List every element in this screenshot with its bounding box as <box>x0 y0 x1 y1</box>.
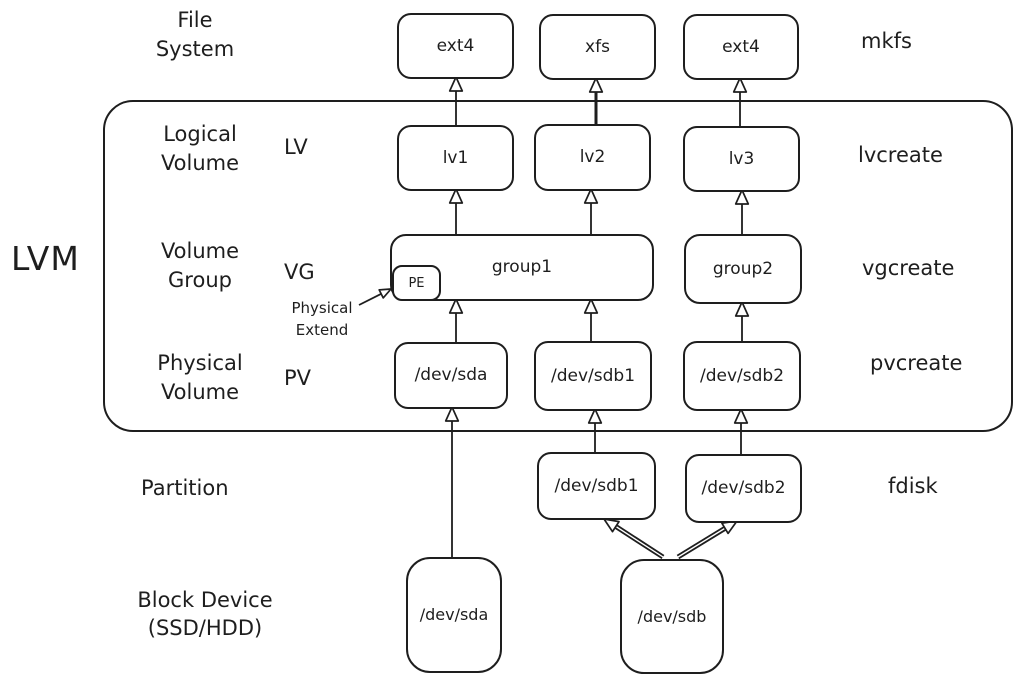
arrow-pv-sdb2-to-group2 <box>734 301 750 341</box>
command-mkfs: mkfs <box>861 29 912 53</box>
abbr-vg: VG <box>284 260 315 284</box>
node-lv3: lv3 <box>683 126 800 192</box>
node-part-sdb2-label: /dev/sdb2 <box>701 478 786 498</box>
abbr-pv: PV <box>284 366 312 390</box>
command-vgcreate: vgcreate <box>862 256 955 280</box>
node-fs-xfs: xfs <box>539 14 656 80</box>
node-fs-ext4-2-label: ext4 <box>722 36 760 57</box>
volume-group-line2: Group <box>168 268 232 292</box>
physical-volume-line1: Physical <box>157 351 243 375</box>
node-lv3-label: lv3 <box>728 148 755 169</box>
node-fs-xfs-label: xfs <box>585 36 610 57</box>
node-group1-label: group1 <box>491 257 553 277</box>
node-pe-label: PE <box>408 275 425 291</box>
node-group2-label: group2 <box>712 258 774 279</box>
node-fs-ext4-1: ext4 <box>397 13 514 79</box>
arrow-group1-to-lv2 <box>583 188 599 234</box>
node-pv-sda: /dev/sda <box>394 342 508 409</box>
lvm-title: LVM <box>11 239 80 278</box>
node-lv2: lv2 <box>534 124 651 191</box>
node-lv1: lv1 <box>397 125 514 191</box>
arrow-group1-to-lv1 <box>448 188 464 234</box>
node-part-sdb1: /dev/sdb1 <box>537 452 656 520</box>
command-pvcreate: pvcreate <box>870 351 963 375</box>
file-system-line2: System <box>155 37 235 61</box>
arrow-part-sdb1-to-pv-sdb1 <box>587 408 603 452</box>
physical-volume-line2: Volume <box>160 380 240 404</box>
physical-extend-line2: Extend <box>295 321 349 339</box>
lvm-group-outline <box>103 100 1013 432</box>
node-fs-ext4-2: ext4 <box>683 14 799 80</box>
abbr-lv: LV <box>284 135 308 159</box>
arrow-pv-sda-to-group1 <box>448 298 464 342</box>
physical-extend-line1: Physical <box>291 299 353 317</box>
arrow-lv2-to-xfs <box>588 77 604 124</box>
node-pv-sdb2: /dev/sdb2 <box>683 341 801 411</box>
layer-label-partition: Partition <box>141 476 229 500</box>
arrow-lv1-to-ext4 <box>448 76 464 125</box>
node-lv1-label: lv1 <box>442 147 469 168</box>
node-pv-sdb1: /dev/sdb1 <box>534 341 652 411</box>
node-fs-ext4-1-label: ext4 <box>436 35 475 56</box>
node-bd-sda: /dev/sda <box>406 557 502 673</box>
arrow-part-sdb2-to-pv-sdb2 <box>733 408 749 454</box>
node-pv-sda-label: /dev/sda <box>414 365 488 385</box>
arrow-physical-extend-to-pe <box>358 288 392 306</box>
volume-group-line1: Volume <box>160 239 240 263</box>
arrow-lv3-to-ext4 <box>732 77 748 126</box>
node-bd-sdb-label: /dev/sdb <box>637 606 707 626</box>
block-device-line2: (SSD/HDD) <box>147 616 263 640</box>
block-device-line1: Block Device <box>137 588 273 612</box>
command-lvcreate: lvcreate <box>858 143 943 167</box>
command-fdisk: fdisk <box>888 474 938 498</box>
node-pv-sdb1-label: /dev/sdb1 <box>550 365 636 386</box>
arrow-bd-sdb-to-part-sdb2 <box>676 520 738 560</box>
arrow-group2-to-lv3 <box>734 189 750 234</box>
layer-label-block-device: Block Device (SSD/HDD) <box>112 586 298 642</box>
file-system-line1: File <box>177 8 213 32</box>
arrow-bd-sda-to-pv-sda <box>444 406 460 557</box>
logical-volume-line1: Logical <box>163 122 237 146</box>
node-part-sdb1-label: /dev/sdb1 <box>554 475 639 496</box>
node-bd-sdb: /dev/sdb <box>620 559 724 674</box>
node-part-sdb2: /dev/sdb2 <box>685 454 802 523</box>
arrow-bd-sdb-to-part-sdb1 <box>603 518 665 560</box>
node-pe: PE <box>392 265 441 301</box>
logical-volume-line2: Volume <box>160 151 240 175</box>
node-group2: group2 <box>684 234 802 304</box>
node-pv-sdb2-label: /dev/sdb2 <box>699 365 785 386</box>
node-bd-sda-label: /dev/sda <box>419 605 489 624</box>
node-lv2-label: lv2 <box>579 147 606 167</box>
arrow-pv-sdb1-to-group1 <box>583 298 599 341</box>
